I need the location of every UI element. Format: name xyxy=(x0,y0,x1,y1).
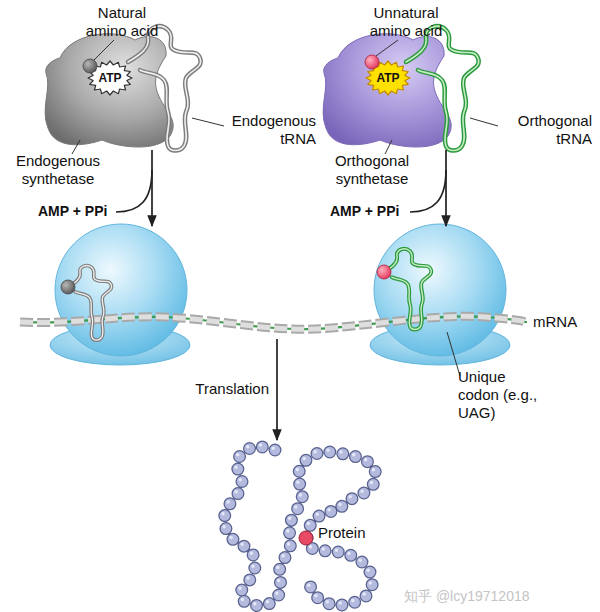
node-label: Orthogonal synthetase xyxy=(316,152,428,188)
leader-line xyxy=(470,118,498,126)
charging-arrow xyxy=(151,150,153,226)
protein-chain: Protein xyxy=(215,440,390,608)
node-label: ATP xyxy=(366,61,410,95)
synthetase-body xyxy=(323,34,451,147)
node-label: Endogenous synthetase xyxy=(8,152,108,188)
leader-line xyxy=(376,40,398,56)
byproduct-branch xyxy=(410,170,446,212)
callout-label: AMP + PPi xyxy=(330,203,420,220)
ribosome-large-subunit xyxy=(55,224,187,356)
node-label: Protein xyxy=(318,524,380,542)
leader-line xyxy=(72,140,80,154)
callout-label: Natural amino acid xyxy=(77,4,167,40)
unnatural-amino-acid-ball xyxy=(377,265,391,279)
endogenous-synthetase: Endogenous synthetaseATP xyxy=(40,28,190,153)
watermark: 知乎 @lcy19712018 xyxy=(404,588,594,605)
mrna-backbone xyxy=(20,316,527,329)
trna-outline xyxy=(406,26,479,150)
node-label: ATP xyxy=(88,61,132,95)
orthogonal-trna-bound xyxy=(384,249,431,330)
trna-outline xyxy=(128,26,201,150)
ribosome-large-subunit xyxy=(374,224,506,356)
edge-label: Translation xyxy=(169,380,269,398)
trna-inner xyxy=(128,26,201,150)
atp-starburst xyxy=(88,61,132,95)
charging-arrows xyxy=(116,150,446,226)
unnatural-amino-acid-ball xyxy=(365,55,379,69)
mrna-strand: mRNA xyxy=(15,305,530,339)
mrna-codon-highlight xyxy=(20,316,527,329)
mrna-codons xyxy=(20,316,527,329)
leader-line xyxy=(94,40,114,60)
callout-label: Unnatural amino acid xyxy=(356,4,456,40)
leader-lines xyxy=(72,40,498,376)
callout-label: Unique codon (e.g., UAG) xyxy=(458,368,538,422)
charging-arrow xyxy=(445,150,447,226)
translation-arrow xyxy=(276,339,278,440)
trna-inner xyxy=(406,26,479,150)
natural-amino-acid-ball xyxy=(61,280,75,294)
natural-amino-acid-ball xyxy=(83,59,97,73)
unnatural-residue xyxy=(299,531,313,545)
callout-label: Endogenous tRNA xyxy=(226,112,316,148)
atp-starburst xyxy=(366,61,410,95)
orthogonal-trna xyxy=(406,26,479,150)
trna-outline xyxy=(384,249,431,330)
trna-inner xyxy=(384,249,431,330)
leader-line xyxy=(385,140,392,154)
atp-burst: ATP xyxy=(366,61,410,95)
orthogonal-synthetase: Orthogonal synthetaseATP xyxy=(318,28,468,153)
synthetase-body xyxy=(45,34,173,147)
endogenous-trna-bound xyxy=(68,266,112,341)
atp-burst: ATP xyxy=(88,61,132,95)
callout-label: Orthogonal tRNA xyxy=(500,112,592,148)
leader-line xyxy=(447,332,460,376)
byproduct-branch xyxy=(116,170,152,212)
mrna-strand-shape xyxy=(15,305,530,339)
trna-inner xyxy=(68,266,112,341)
endogenous-trna xyxy=(128,26,201,150)
callout-label: AMP + PPi xyxy=(38,203,128,220)
node-label: mRNA xyxy=(533,313,593,331)
leader-line xyxy=(192,118,224,126)
trna-outline xyxy=(68,266,112,341)
